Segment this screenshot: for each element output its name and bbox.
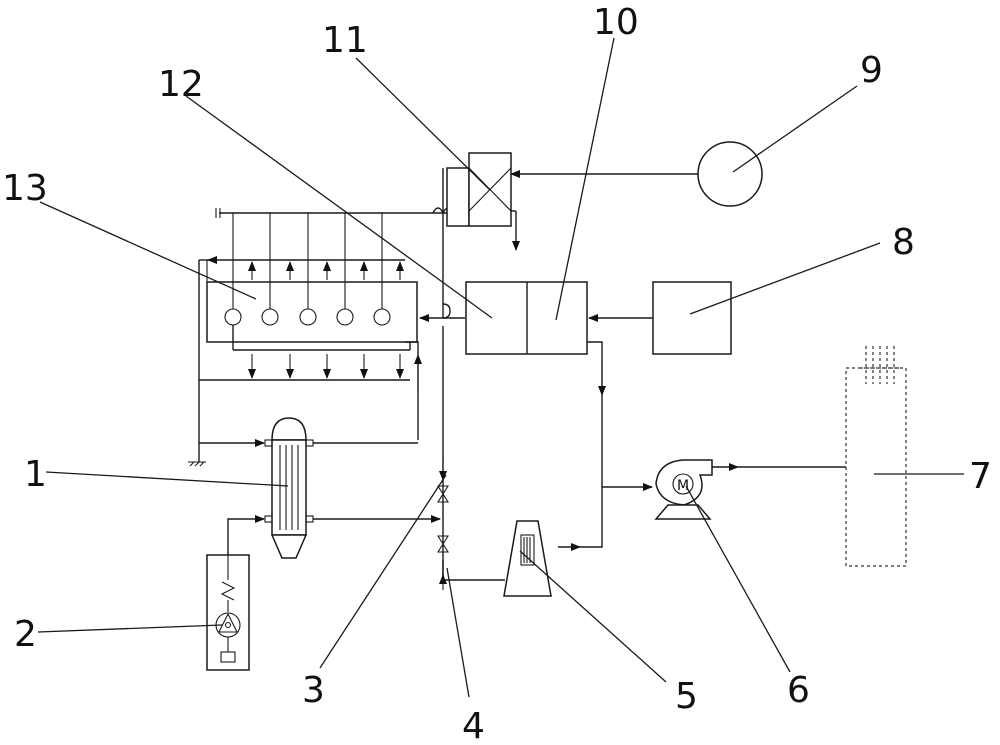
- component-1-heat-exchanger: [199, 417, 441, 559]
- label-11: 11: [322, 20, 368, 61]
- component-10-12-unit: [465, 281, 588, 355]
- label-9: 9: [860, 50, 883, 91]
- component-13-manifold: [188, 208, 470, 467]
- label-3: 3: [302, 670, 325, 711]
- label-10: 10: [593, 2, 639, 43]
- component-9-tank: [510, 141, 763, 207]
- label-5: 5: [675, 676, 698, 717]
- outlet-line: [558, 341, 653, 551]
- label-12: 12: [158, 64, 204, 105]
- component-2-pump-unit: [206, 554, 250, 671]
- valve-3: [437, 455, 449, 503]
- label-4: 4: [462, 706, 485, 745]
- svg-text:M: M: [677, 478, 689, 494]
- valve-4: [437, 535, 449, 553]
- component-6-blower: M: [654, 459, 846, 520]
- component-7-stack: [845, 346, 907, 567]
- label-13: 13: [2, 168, 48, 209]
- component-11-valve-box: [446, 152, 520, 251]
- main-riser: [419, 168, 505, 590]
- label-2: 2: [14, 614, 37, 655]
- component-8-controller: [588, 281, 732, 355]
- label-7: 7: [969, 456, 992, 497]
- label-1: 1: [24, 454, 47, 495]
- leader-lines: [37, 37, 964, 698]
- label-6: 6: [787, 670, 810, 711]
- label-8: 8: [892, 222, 915, 263]
